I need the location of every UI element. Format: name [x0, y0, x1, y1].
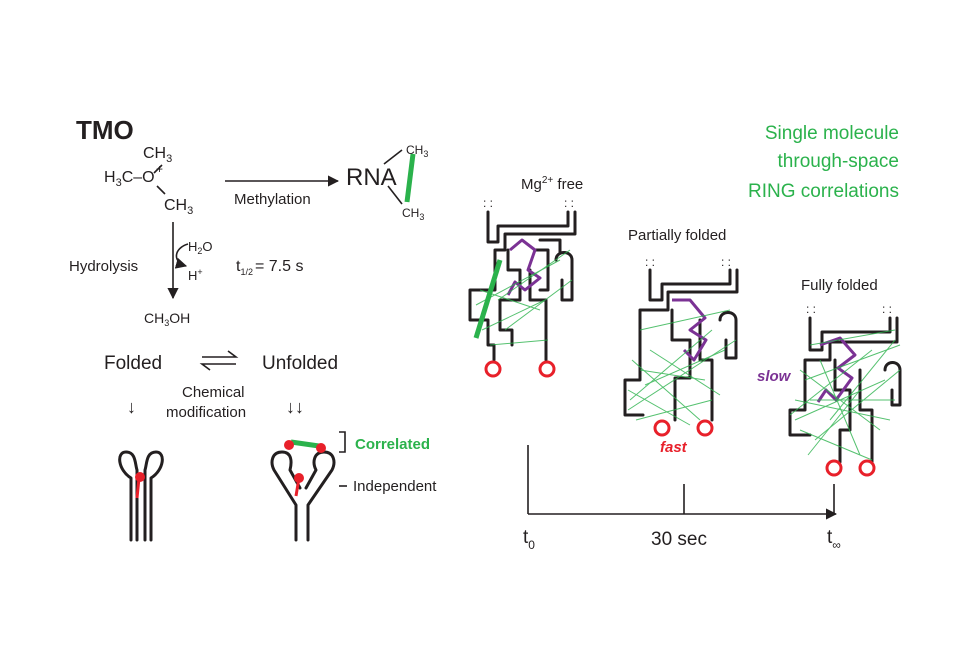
- svg-text:CH3: CH3: [402, 206, 424, 222]
- correlated-bracket: [339, 431, 346, 453]
- water-sub: 2: [197, 246, 202, 256]
- fully-folded-label: Fully folded: [801, 277, 878, 294]
- panel-title: Single molecule through-space RING corre…: [748, 123, 899, 202]
- half-life-sub: 1/2: [240, 267, 253, 277]
- loop-marker-5: [825, 459, 843, 477]
- tmo-structure: CH3 H3C–O + CH3: [104, 145, 193, 217]
- slow-label: slow: [757, 368, 792, 385]
- loop-marker-4: [696, 419, 714, 437]
- rna-ch3-top: CH: [406, 143, 423, 157]
- rna-structure-mg-free: : : : :: [468, 196, 577, 378]
- tinf-sub: ∞: [832, 538, 841, 552]
- rna-structure-fully-folded: : : : :: [788, 302, 902, 477]
- bond-top: [153, 164, 163, 174]
- svg-text:t∞: t∞: [827, 527, 841, 552]
- methanol-sub: 3: [164, 318, 169, 328]
- mg-free-label: Mg: [521, 176, 542, 193]
- unfolded-mod-dot-1: [284, 440, 294, 450]
- unfolded-label: Unfolded: [262, 353, 338, 374]
- unfolded-arrow: ↓↓: [286, 397, 304, 417]
- chemistry-panel: TMO CH3 H3C–O + CH3 Methylation RNA CH3 …: [69, 115, 428, 328]
- tmo-c-o: C–O: [122, 169, 155, 186]
- correlated-bar: [290, 439, 320, 449]
- rna-ch3-bottom-sub: 3: [419, 212, 424, 222]
- svg-text:CH3: CH3: [406, 143, 428, 159]
- correlated-label: Correlated: [355, 436, 430, 453]
- loop-marker-1: [484, 360, 502, 378]
- rna-ch3-top-sub: 3: [423, 149, 428, 159]
- hydrolysis-curved-arrow: [174, 243, 189, 269]
- tmo-h: H: [104, 169, 116, 186]
- chemical-label: Chemical: [182, 384, 245, 401]
- thirty-sec-label: 30 sec: [651, 529, 707, 550]
- water-o: O: [202, 239, 212, 254]
- tmo-h-sub: 3: [116, 177, 122, 189]
- folded-label: Folded: [104, 353, 162, 374]
- title-line-2: through-space: [778, 151, 899, 172]
- svg-text:H3C–O: H3C–O: [104, 169, 155, 189]
- svg-text:t0: t0: [523, 527, 535, 552]
- svg-text:: :: : :: [645, 255, 655, 269]
- rna-ch3-bottom: CH: [402, 206, 419, 220]
- folded-rna-icon: [118, 450, 164, 542]
- half-life-value: = 7.5 s: [255, 258, 303, 275]
- half-life-t: t: [236, 258, 241, 275]
- tinf-label: t: [827, 527, 833, 548]
- tmo-ch3-bottom: CH: [164, 197, 187, 214]
- t0-label: t: [523, 527, 529, 548]
- svg-text:: :: : :: [564, 196, 574, 210]
- methylation-label: Methylation: [234, 191, 311, 208]
- timeline-axis: [527, 445, 838, 520]
- loop-marker-6: [858, 459, 876, 477]
- unfolded-mod-dot-2: [316, 443, 326, 453]
- bond-bottom: [156, 185, 166, 195]
- svg-text:t1/2= 7.5 s: t1/2= 7.5 s: [236, 258, 303, 277]
- tmo-ch3-top: CH: [143, 145, 166, 162]
- equilibrium-arrows-icon: [199, 350, 239, 371]
- modification-label: modification: [166, 404, 246, 421]
- svg-text:H2O: H2O: [188, 239, 213, 256]
- fast-label: fast: [660, 439, 688, 456]
- methanol-ch: CH: [144, 310, 164, 326]
- svg-text:: :: : :: [483, 196, 493, 210]
- svg-text:CH3: CH3: [143, 145, 172, 165]
- equilibrium-panel: Folded Unfolded ↓ ↓↓ Chemical modificati…: [104, 350, 437, 542]
- svg-text:: :: : :: [882, 302, 892, 316]
- methanol-oh: OH: [169, 310, 190, 326]
- hydrolysis-label: Hydrolysis: [69, 258, 138, 275]
- title-line-1: Single molecule: [765, 123, 899, 144]
- loop-marker-2: [538, 360, 556, 378]
- svg-text:CH3OH: CH3OH: [144, 310, 190, 328]
- folded-arrow: ↓: [127, 397, 136, 417]
- rna-structure-partially-folded: : : : :: [623, 255, 739, 437]
- proton-sup: +: [197, 267, 202, 277]
- svg-text:: :: : :: [721, 255, 731, 269]
- folded-mod-dot: [135, 472, 145, 482]
- svg-text:: :: : :: [806, 302, 816, 316]
- svg-text:CH3: CH3: [164, 197, 193, 217]
- mg-free-rest: free: [553, 176, 583, 193]
- partially-folded-label: Partially folded: [628, 227, 726, 244]
- tmo-ch3-top-sub: 3: [166, 153, 172, 165]
- rna-bond-bottom: [387, 185, 403, 205]
- independent-label: Independent: [353, 478, 437, 495]
- t0-sub: 0: [528, 538, 535, 552]
- water-h: H: [188, 239, 197, 254]
- svg-text:H+: H+: [188, 267, 203, 283]
- proton-h: H: [188, 268, 197, 283]
- unfolded-rna-icon: [270, 439, 336, 542]
- tmo-ch3-bottom-sub: 3: [187, 205, 193, 217]
- mg-sup: 2+: [542, 175, 554, 186]
- reagent-label: TMO: [76, 115, 134, 145]
- svg-text:Mg2+ free: Mg2+ free: [521, 175, 583, 193]
- title-line-3: RING correlations: [748, 181, 899, 202]
- rna-bond-top: [383, 149, 403, 165]
- oxonium-charge: +: [156, 162, 163, 176]
- loop-marker-3: [653, 419, 671, 437]
- correlation-bar: [404, 153, 416, 203]
